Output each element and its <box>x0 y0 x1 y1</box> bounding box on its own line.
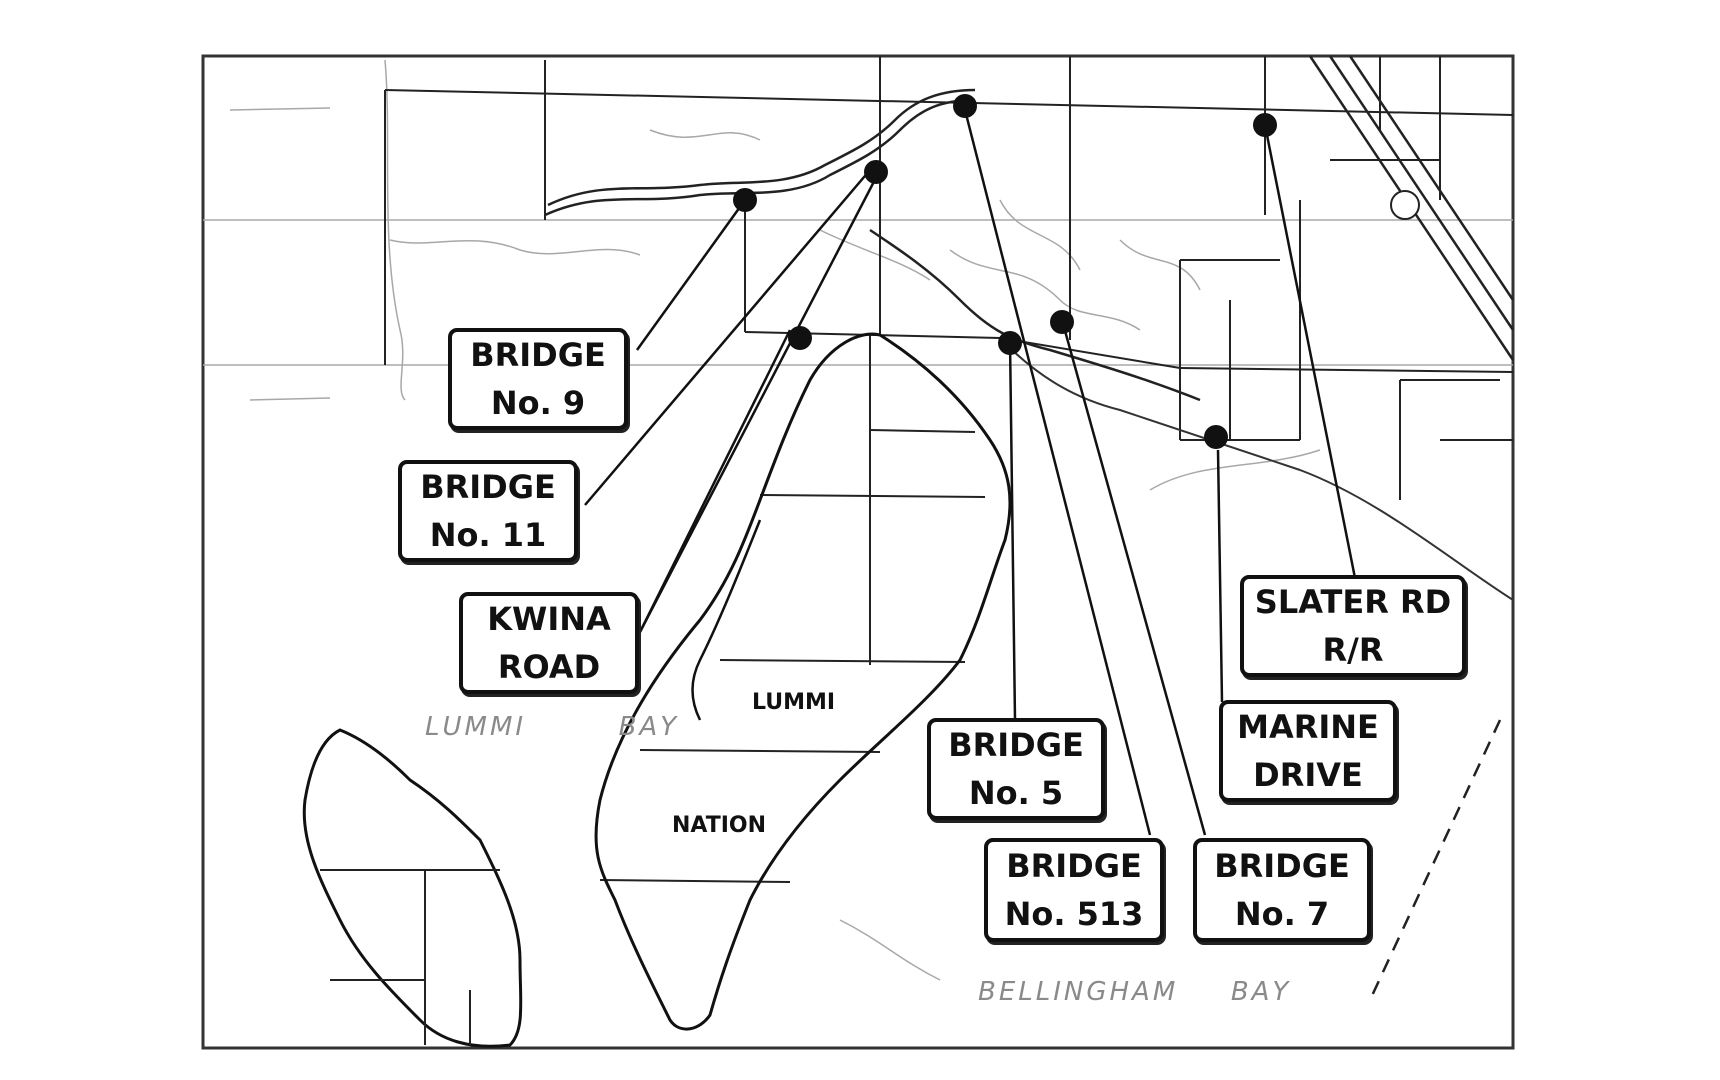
water-label-lummi-bay: LUMMI BAY <box>425 712 679 742</box>
callout-bridge-7[interactable]: BRIDGE No. 7 <box>1193 838 1371 942</box>
terrain-lines <box>203 59 1513 981</box>
callout-line: KWINA <box>487 600 611 638</box>
callout-line: No. 9 <box>490 384 586 422</box>
dot-slater-rd-rr <box>1253 113 1277 137</box>
water-label-bellingham-bay: BELLINGHAM BAY <box>978 977 1291 1007</box>
callout-line: BRIDGE <box>1006 847 1142 885</box>
interstate-shield-icon <box>1390 190 1420 220</box>
callout-line: No. 11 <box>429 516 547 554</box>
callout-line: No. 513 <box>1004 895 1144 933</box>
callout-line: No. 7 <box>1234 895 1330 933</box>
river <box>544 88 1201 402</box>
dot-marine-drive <box>1204 425 1228 449</box>
dot-bridge-9 <box>733 188 757 212</box>
lummi-inner-coast <box>691 519 762 721</box>
map-frame <box>201 54 1515 1050</box>
callout-kwina-road[interactable]: KWINA ROAD <box>459 592 639 694</box>
dot-bridge-7 <box>1050 310 1074 334</box>
portage-island-coast <box>302 728 523 1048</box>
river-delta-coast <box>999 337 1514 601</box>
area-label-lummi: LUMMI <box>748 690 840 715</box>
callout-bridge-513[interactable]: BRIDGE No. 513 <box>984 838 1164 942</box>
callout-bridge-5[interactable]: BRIDGE No. 5 <box>927 718 1105 820</box>
callout-line: ROAD <box>497 648 601 686</box>
callout-line: No. 5 <box>968 774 1064 812</box>
portage-island-roads <box>320 869 500 1045</box>
callout-line: BRIDGE <box>948 726 1084 764</box>
callout-line: BRIDGE <box>470 336 606 374</box>
water-label-word: BAY <box>1230 977 1292 1007</box>
callout-line: BRIDGE <box>1214 847 1350 885</box>
water-label-word: BELLINGHAM <box>978 977 1179 1007</box>
bay-boundary-dashed <box>1368 719 1502 1001</box>
dot-bridge-5 <box>998 331 1022 355</box>
callout-line: BRIDGE <box>420 468 556 506</box>
callout-bridge-11[interactable]: BRIDGE No. 11 <box>398 460 578 562</box>
callout-bridge-9[interactable]: BRIDGE No. 9 <box>448 328 628 430</box>
callout-line: MARINE <box>1237 708 1379 746</box>
area-label-nation: NATION <box>668 813 771 838</box>
water-label-word: LUMMI <box>425 712 527 742</box>
lummi-peninsula-coast <box>594 332 1012 1031</box>
leader-lines <box>584 109 1357 836</box>
location-dots <box>733 94 1277 449</box>
water-label-word: BAY <box>618 712 680 742</box>
callout-marine-drive[interactable]: MARINE DRIVE <box>1219 700 1397 802</box>
callout-line: DRIVE <box>1253 756 1363 794</box>
dot-bridge-513 <box>953 94 977 118</box>
callout-slater-rd-rr[interactable]: SLATER RD R/R <box>1240 575 1466 677</box>
callout-line: R/R <box>1322 631 1384 669</box>
dot-kwina-road <box>788 326 812 350</box>
dot-bridge-11 <box>864 160 888 184</box>
callout-line: SLATER RD <box>1254 583 1452 621</box>
